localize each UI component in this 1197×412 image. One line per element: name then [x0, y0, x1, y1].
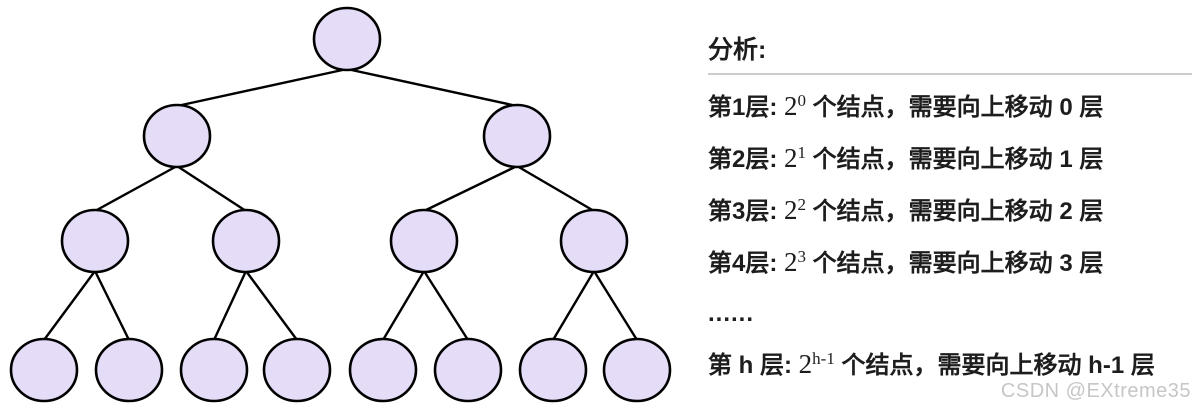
tree-edge — [245, 270, 298, 341]
line-1-suffix: 个结点，需要向上移动 0 层 — [806, 94, 1104, 121]
tree-node-l3-4 — [559, 208, 629, 274]
analysis-lines: 第1层: 20 个结点，需要向上移动 0 层 第2层: 21 个结点，需要向上移… — [708, 81, 1192, 391]
tree-node-l4-8 — [602, 337, 672, 403]
line-1-base: 2 — [784, 91, 798, 121]
analysis-panel: 分析: 第1层: 20 个结点，需要向上移动 0 层 第2层: 21 个结点，需… — [708, 36, 1192, 391]
tree-edge — [422, 270, 470, 341]
analysis-line-2: 第2层: 21 个结点，需要向上移动 1 层 — [708, 133, 1192, 185]
tree-edge — [43, 270, 96, 341]
tree-node-l4-4 — [262, 337, 332, 403]
csdn-watermark: CSDN @EXtreme35 — [1000, 380, 1191, 402]
tree-node-l4-6 — [433, 337, 503, 403]
tree-node-l3-3 — [389, 208, 459, 274]
tree-edge — [423, 164, 518, 213]
line-2-base: 2 — [784, 143, 798, 173]
tree-node-l4-2 — [94, 337, 164, 403]
tree-edge — [381, 270, 426, 341]
analysis-line-1: 第1层: 20 个结点，需要向上移动 0 层 — [708, 81, 1192, 133]
line-h-exponent: h-1 — [812, 349, 835, 368]
tree-node-l4-3 — [179, 337, 249, 403]
analysis-ellipsis: ...... — [708, 300, 755, 327]
line-3-power: 22 — [784, 195, 806, 225]
line-2-exponent: 1 — [797, 143, 807, 162]
tree-edge — [551, 270, 596, 341]
line-h-suffix: 个结点，需要向上移动 h-1 层 — [834, 352, 1155, 379]
tree-node-l3-1 — [60, 208, 130, 274]
binary-tree-diagram — [9, 6, 672, 403]
analysis-line-h: 第 h 层: 2h-1 个结点，需要向上移动 h-1 层 — [708, 339, 1192, 391]
tree-node-l4-7 — [518, 337, 588, 403]
tree-edge — [212, 270, 248, 341]
line-3-suffix: 个结点，需要向上移动 2 层 — [806, 198, 1104, 225]
analysis-line-3: 第3层: 22 个结点，需要向上移动 2 层 — [708, 185, 1192, 237]
line-4-base: 2 — [784, 247, 798, 277]
line-2-power: 21 — [784, 143, 806, 173]
tree-edge — [94, 164, 178, 213]
line-4-exponent: 3 — [797, 247, 807, 266]
line-4-suffix: 个结点，需要向上移动 3 层 — [806, 250, 1104, 277]
analysis-line-4: 第4层: 23 个结点，需要向上移动 3 层 — [708, 237, 1192, 289]
line-h-power: 2h-1 — [799, 349, 835, 379]
tree-node-l3-2 — [211, 208, 281, 274]
line-3-exponent: 2 — [797, 195, 807, 214]
line-3-prefix: 第3层: — [708, 198, 785, 225]
line-2-prefix: 第2层: — [708, 146, 785, 173]
line-3-base: 2 — [784, 195, 798, 225]
line-h-prefix: 第 h 层: — [708, 352, 799, 379]
tree-edge — [176, 164, 247, 213]
tree-edge — [176, 67, 348, 108]
tree-edge — [516, 164, 595, 213]
tree-edge — [93, 270, 131, 341]
line-2-suffix: 个结点，需要向上移动 1 层 — [806, 146, 1104, 173]
tree-edge — [346, 67, 518, 108]
tree-node-l2-1 — [142, 103, 212, 169]
line-4-power: 23 — [784, 247, 806, 277]
line-1-prefix: 第1层: — [708, 94, 785, 121]
tree-node-l4-1 — [9, 337, 79, 403]
tree-edge — [592, 270, 639, 341]
tree-node-l4-5 — [348, 337, 418, 403]
line-1-power: 20 — [784, 91, 806, 121]
line-4-prefix: 第4层: — [708, 250, 785, 277]
line-1-exponent: 0 — [797, 91, 807, 110]
analysis-heading: 分析: — [708, 36, 1192, 75]
tree-node-l1-1 — [312, 6, 382, 72]
line-h-base: 2 — [798, 349, 813, 379]
tree-node-l2-2 — [482, 103, 552, 169]
